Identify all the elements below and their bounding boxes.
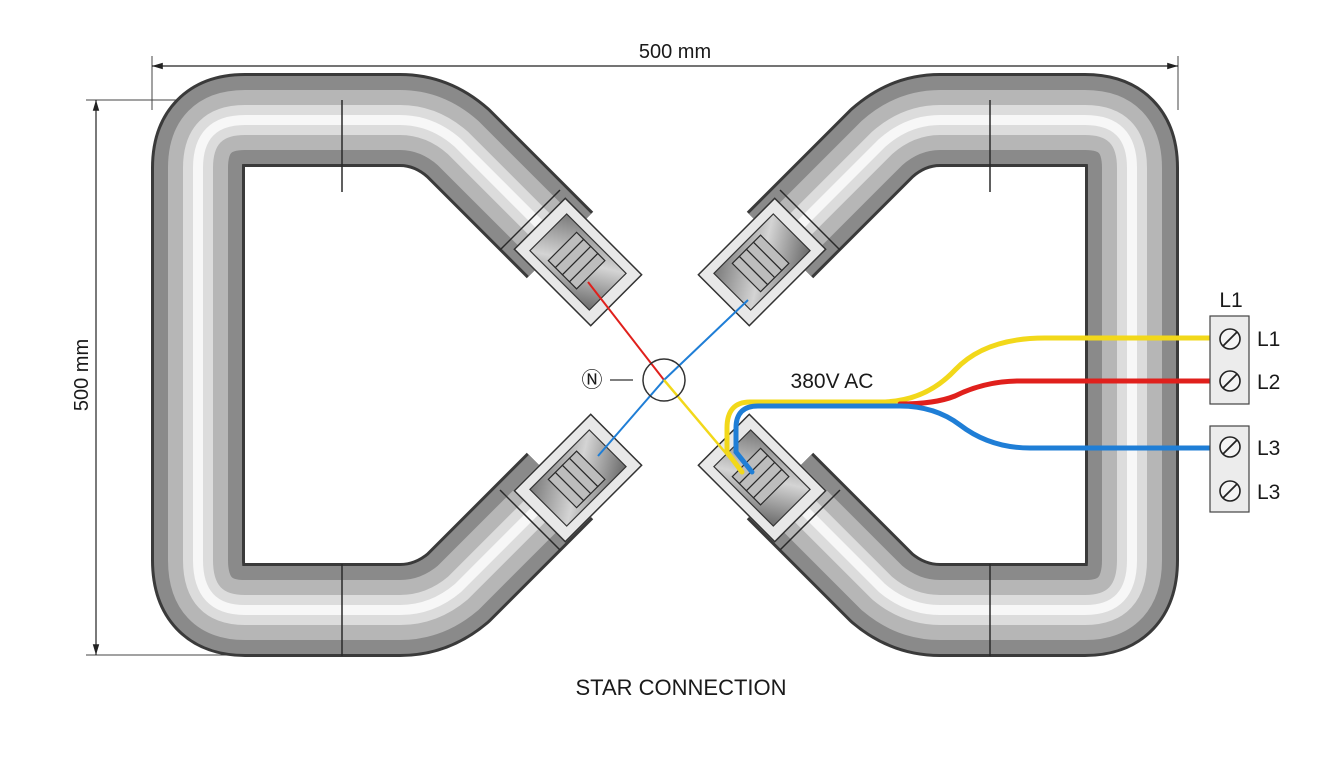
terminal-blocks: L1 L1 L2 L3 L3 (1209, 289, 1280, 513)
terminal-cap-top-right (697, 197, 827, 327)
terminal-label: L1 (1257, 328, 1280, 351)
wire-l1-supply (724, 335, 1213, 475)
width-dimension-label: 500 mm (639, 41, 711, 63)
left-tube-loop (151, 73, 594, 657)
terminal-label: L3 (1257, 437, 1280, 460)
neutral-symbol: Ⓝ (582, 369, 603, 392)
wire-l3-star-top (663, 299, 749, 381)
right-tube-loop (746, 73, 1179, 657)
wire-l3-supply (733, 403, 1213, 475)
heating-element-tubes (151, 73, 1179, 657)
terminal-block-1: L1 L2 (1209, 315, 1280, 405)
terminal-cap-bottom-left (513, 413, 643, 543)
star-point-wiring: Ⓝ (582, 281, 749, 471)
screw-icon (1219, 328, 1241, 350)
supply-cable: 380V AC (724, 335, 1213, 475)
width-dimension: 500 mm (151, 41, 1179, 110)
screw-icon (1219, 370, 1241, 392)
wire-l3-star-bottom (597, 379, 665, 457)
wire-l2-star (587, 281, 665, 381)
height-dimension-label: 500 mm (71, 339, 93, 411)
terminal-block-title: L1 (1219, 289, 1242, 312)
terminal-cap-top-left (513, 197, 643, 327)
screw-icon (1219, 480, 1241, 502)
terminal-label: L2 (1257, 371, 1280, 394)
wire-l2-supply (897, 378, 1213, 407)
terminal-label: L3 (1257, 481, 1280, 504)
terminal-block-2: L3 L3 (1209, 425, 1280, 513)
voltage-label: 380V AC (791, 370, 874, 393)
screw-icon (1219, 436, 1241, 458)
star-point-circle (642, 358, 686, 402)
diagram-title: STAR CONNECTION (575, 675, 786, 700)
